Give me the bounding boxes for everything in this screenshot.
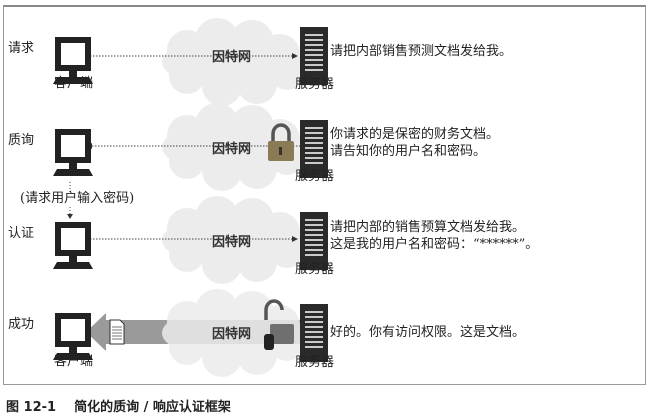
challenge-message-line1: 你请求的是保密的财务文档。 — [330, 127, 500, 142]
internet-label: 因特网 — [212, 50, 252, 65]
stage-label-challenge: 质询 — [8, 133, 35, 148]
challenge-message-line2: 请告知你的用户名和密码。 — [330, 144, 487, 159]
stage-label-request: 请求 — [8, 41, 35, 56]
request-message: 请把内部销售预测文档发给我。 — [330, 44, 513, 59]
internet-label: 因特网 — [212, 142, 252, 157]
arrow-head-icon — [292, 53, 298, 59]
stage-label-authenticate: 认证 — [8, 226, 35, 241]
unlocked-padlock-icon — [264, 299, 294, 350]
client-computer-icon — [53, 225, 93, 269]
client-label: 客户端 — [54, 354, 94, 369]
document-icon — [109, 319, 125, 345]
arrow-head-icon — [292, 236, 298, 242]
auth-message-line2: 这是我的用户名和密码：“******”。 — [330, 237, 539, 252]
server-label: 服务器 — [295, 77, 335, 92]
stage-label-success: 成功 — [8, 317, 35, 332]
arrow-head-icon — [67, 214, 73, 219]
figure-title: 简化的质询 / 响应认证框架 — [74, 400, 231, 415]
prompt-password-note: (请求用户输入密码) — [20, 191, 135, 206]
internet-label: 因特网 — [212, 235, 252, 250]
success-message: 好的。你有访问权限。这是文档。 — [330, 325, 526, 340]
client-computer-icon — [53, 132, 93, 176]
client-label: 客户端 — [54, 76, 94, 91]
server-label: 服务器 — [295, 355, 335, 370]
figure-number: 图 12-1 — [6, 400, 57, 415]
server-label: 服务器 — [295, 169, 335, 184]
diagram-frame — [3, 5, 646, 385]
figure-caption: 图 12-1 简化的质询 / 响应认证框架 — [6, 396, 249, 415]
internet-label: 因特网 — [212, 327, 252, 342]
locked-padlock-icon — [268, 123, 294, 161]
auth-message-line1: 请把内部的销售预算文档发给我。 — [330, 220, 526, 235]
server-label: 服务器 — [295, 262, 335, 277]
